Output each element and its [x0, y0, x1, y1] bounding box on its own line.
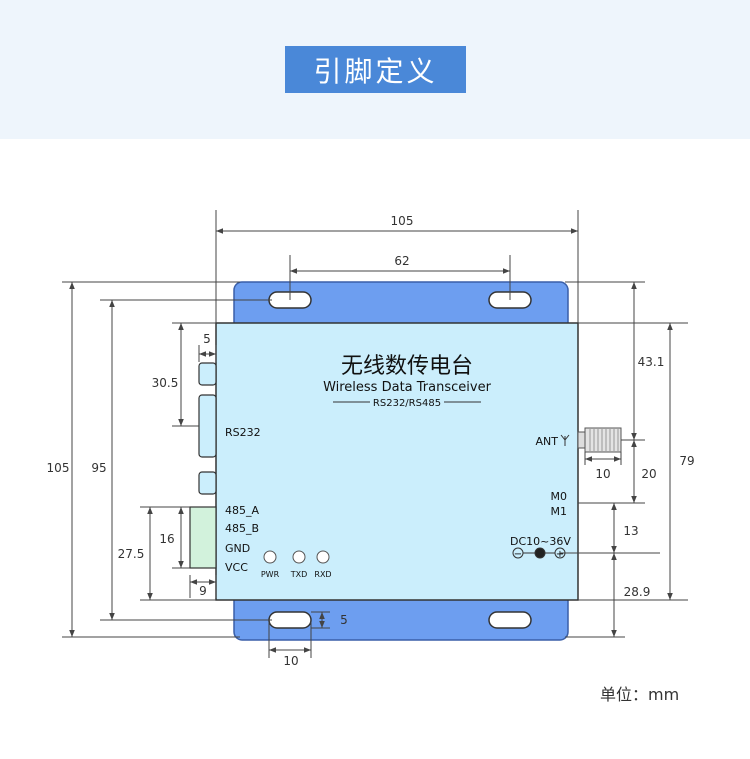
device-body	[215, 322, 579, 601]
rxd-label: RXD	[314, 570, 331, 579]
dc-plus: +	[556, 549, 564, 560]
device-name-cn: 无线数传电台	[341, 354, 473, 379]
dim-slot-height: 5	[340, 613, 348, 627]
pwr-led	[263, 550, 277, 564]
unit-label: 单位：mm	[600, 685, 680, 704]
dim-ant-length: 10	[595, 467, 610, 481]
gnd-label: GND	[225, 542, 250, 555]
dim-connector-height: 30.5	[152, 376, 179, 390]
dim-ant-to-m: 20	[641, 467, 656, 481]
ant-label: ANT	[536, 435, 559, 448]
mounting-slot	[268, 611, 312, 629]
antenna-thread	[584, 427, 622, 453]
rs232-label: RS232	[225, 426, 261, 439]
485b-label: 485_B	[225, 522, 259, 535]
dim-dc-bottom: 28.9	[624, 585, 651, 599]
device-interface: RS232/RS485	[373, 398, 441, 409]
dim-ant-top: 43.1	[638, 355, 665, 369]
dim-terminal-span: 16	[159, 532, 174, 546]
dc-minus: −	[514, 549, 522, 560]
antenna-icon	[560, 434, 570, 446]
dim-terminal-height: 27.5	[118, 547, 145, 561]
485a-label: 485_A	[225, 504, 259, 517]
rxd-led	[316, 550, 330, 564]
dim-terminal-width: 9	[199, 584, 207, 598]
dim-connector-offset: 5	[203, 332, 211, 346]
dim-dc-offset: 13	[623, 524, 638, 538]
page-title: 引脚定义	[285, 46, 466, 93]
rs232-connector	[198, 394, 217, 458]
mounting-slot	[488, 611, 532, 629]
antenna-connector	[577, 431, 586, 449]
m0-label: M0	[551, 490, 568, 503]
terminal-block	[189, 506, 217, 569]
connector-stub	[198, 471, 217, 495]
vcc-label: VCC	[225, 561, 248, 574]
pwr-label: PWR	[261, 570, 280, 579]
txd-label: TXD	[290, 570, 308, 579]
txd-led	[292, 550, 306, 564]
dim-total-height: 105	[47, 461, 70, 475]
dim-body-height: 95	[91, 461, 106, 475]
dim-hole-pitch: 62	[394, 254, 409, 268]
dc-label: DC10~36V	[510, 535, 571, 548]
device-name-en: Wireless Data Transceiver	[323, 380, 492, 395]
dim-right-total: 79	[679, 454, 694, 468]
dim-total-width: 105	[391, 214, 414, 228]
dim-slot-width: 10	[283, 654, 298, 668]
connector-stub	[198, 362, 217, 386]
m1-label: M1	[551, 505, 568, 518]
